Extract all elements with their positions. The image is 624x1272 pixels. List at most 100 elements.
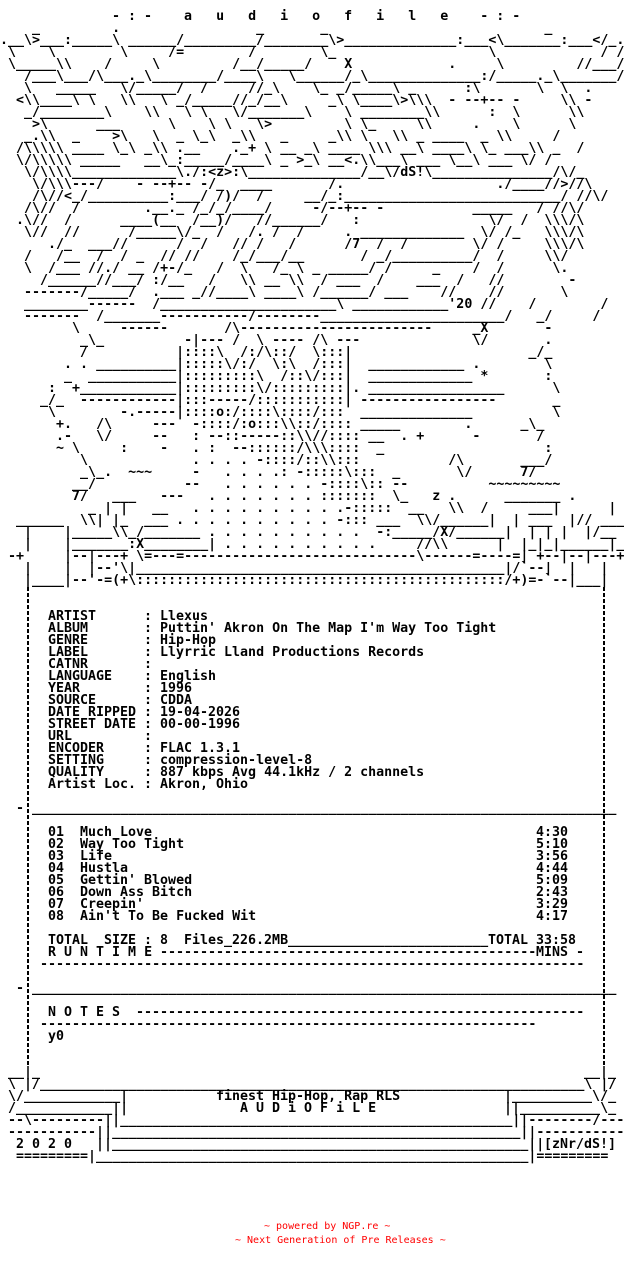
art-segment: /____________|| xyxy=(8,1101,129,1116)
track-title: Gettin' Blowed xyxy=(80,873,193,888)
track-number: 07 xyxy=(48,897,65,912)
art-line: |____|--'-=(+\::::::::::::::::::::::::::… xyxy=(0,573,609,588)
art-line: <\\____\ \ \\ \ _/_____//_/__\ _\ \____\… xyxy=(0,93,593,108)
field-value: Llexus xyxy=(160,609,209,624)
divider-rule: - ______________________________________… xyxy=(16,801,624,816)
field-value: Puttin' Akron On The Map I'm Way Too Tig… xyxy=(160,621,497,636)
art-line: _/_ ------------|:::-----/:::::::::::| -… xyxy=(0,393,561,408)
field-label: ALBUM xyxy=(48,621,89,636)
art-line: _\_ -|--- / \ ---- /\ --- \/ . xyxy=(0,333,553,348)
art-line: _ | | __ . . . . . . . . . .-::::: __ \\… xyxy=(0,501,624,516)
field-label: QUALITY xyxy=(48,765,105,780)
art-segment: ||______________________________________… xyxy=(96,1137,545,1152)
credit-powered-by: ~ powered by NGP.re ~ xyxy=(264,1221,391,1232)
track-number: 04 xyxy=(48,861,65,876)
art-line: ______ \\| |_ ___ . . . . . . . . . . -:… xyxy=(0,513,624,528)
track-title: Hustla xyxy=(80,861,129,876)
notes-heading-rule: ----------------------------------------… xyxy=(136,1005,585,1020)
track-title: Down Ass Bitch xyxy=(80,885,193,900)
art-segment: __|_ xyxy=(8,1065,41,1080)
total-size-label: TOTAL SIZE xyxy=(48,933,137,948)
track-time: 4:17 xyxy=(536,909,569,924)
field-sep: : xyxy=(144,717,153,732)
footer-tagline: finest Hip-Hop, Rap RLS xyxy=(216,1089,401,1104)
total-size-sep: : xyxy=(144,933,153,948)
track-number: 02 xyxy=(48,837,65,852)
field-sep: : xyxy=(144,669,153,684)
art-line: -+ |--|---+ \=---=----------------------… xyxy=(0,549,624,564)
art-line: \ /___ //./ __ /+-/_ / \ /_ \ _ _____/ /… xyxy=(0,261,569,276)
field-value: 19-04-2026 xyxy=(160,705,241,720)
art-line: _ ___________|:::::::::\ /::\/:::| _____… xyxy=(0,369,553,384)
art-segment: -----------||___________________________… xyxy=(8,1125,624,1140)
art-line: >\ ___ \ \ \ \> \ \_ \\ . \ \ xyxy=(0,117,577,132)
field-sep: : xyxy=(144,609,153,624)
field-label: Artist Loc. xyxy=(48,777,137,792)
track-title: Life xyxy=(80,849,113,864)
field-value: FLAC 1.3.1 xyxy=(160,741,241,756)
art-line: .__\>___:_____\ ______/_________/_______… xyxy=(0,33,624,48)
field-label: SOURCE xyxy=(48,693,97,708)
track-time: 5:09 xyxy=(536,873,569,888)
art-segment: |__________\/_ xyxy=(504,1089,617,1104)
credit-tagline: ~ Next Generation of Pre Releases ~ xyxy=(235,1235,446,1246)
art-line: _ . _ _ _ _ xyxy=(0,21,624,36)
field-label: CATNR xyxy=(48,657,89,672)
runtime-label: R U N T I M E xyxy=(48,945,153,960)
art-line: / |::::\ /:/\::/ \:::| _/_ xyxy=(0,345,553,360)
art-line: | |_______:X________| . . . . . . . . . … xyxy=(0,537,624,552)
track-title: Creepin' xyxy=(80,897,145,912)
art-line: ./_ ___// / / // / / /7 / / \/ / \\\/\ xyxy=(0,237,585,252)
art-line: /\//<_/__________:___/ /)/ / __/_:______… xyxy=(0,189,609,204)
track-time: 3:29 xyxy=(536,897,569,912)
art-line: /______//___/ :/__ / \\ __ \\ / ___ / __… xyxy=(0,273,577,288)
art-line: ________------ /______________________\ … xyxy=(0,297,609,312)
track-title: Much Love xyxy=(80,825,153,840)
field-sep: : xyxy=(144,633,153,648)
mins-label: MINS - xyxy=(536,945,585,960)
art-line: ~ \ : - . : --::::::/\\\:::: _ : xyxy=(0,441,553,456)
field-label: GENRE xyxy=(48,633,89,648)
field-sep: : xyxy=(144,693,153,708)
art-line: \ _____ \/_____/ / //_\ \_ _/_____\ _ :\… xyxy=(0,81,593,96)
art-segment: \ |/____________________________________… xyxy=(8,1077,617,1092)
art-line: +. /\ --- -::::/:o:::\\::/:::: _____ . _… xyxy=(0,417,545,432)
art-line: /___\___/\___._\________/____\ \______/_… xyxy=(0,69,624,84)
field-sep: : xyxy=(144,705,153,720)
field-label: ENCODER xyxy=(48,741,105,756)
field-label: DATE RIPPED xyxy=(48,705,137,720)
field-sep: : xyxy=(144,681,153,696)
field-value: 887 kbps Avg 44.1kHz / 2 channels xyxy=(160,765,425,780)
footer-year: 2 0 2 0 xyxy=(16,1137,73,1152)
art-line: \_____\\ / \ /__/_____/ X . \ //___/ xyxy=(0,57,624,72)
field-value: Hip-Hop xyxy=(160,633,217,648)
divider-rule: - ______________________________________… xyxy=(16,981,624,996)
art-line: 7/ ___ --- . . . . . . . ::::::: \_ z . … xyxy=(0,489,577,504)
field-sep: : xyxy=(144,741,153,756)
art-line: \ ------ /\------------------------ _X - xyxy=(0,321,553,336)
track-time: 4:30 xyxy=(536,825,569,840)
footer-group: [zNr/dS!] xyxy=(544,1137,617,1152)
art-line: | |_____\\_/_______ . . . . . . . . . . … xyxy=(0,525,624,540)
notes-text: y0 xyxy=(48,1029,65,1044)
files-size: Files_226.2MB xyxy=(184,933,289,948)
track-number: 06 xyxy=(48,885,65,900)
field-sep: : xyxy=(144,645,153,660)
art-segment: =========|______________________________… xyxy=(16,1149,609,1164)
field-value: English xyxy=(160,669,217,684)
release-info-box xyxy=(24,587,608,1067)
art-line: /\\\\\ ____ \_\ _\\ .__ ._+ \ __ _\ ____… xyxy=(0,141,585,156)
field-sep: : xyxy=(144,777,153,792)
art-line: / /__ / / _ // // /_/___/__ / _/________… xyxy=(0,249,569,264)
track-time: 4:44 xyxy=(536,861,569,876)
art-line: \/\\\---/ - --+-- -/_ ____ /. ./____//>/… xyxy=(0,177,593,192)
field-value: Akron, Ohio xyxy=(160,777,249,792)
art-line: /\// / .__._ /_/_/____/ -/--+-- - _____ … xyxy=(0,201,585,216)
art-line: .- \/ -- : --::-----::\\//:::: __ . + - … xyxy=(0,429,545,444)
notes-heading: N O T E S xyxy=(48,1005,121,1020)
art-line: \/\\\\\ _____ __\_:_____/____\ _ >_\ __<… xyxy=(0,153,553,168)
field-sep: : xyxy=(144,657,153,672)
track-time: 3:56 xyxy=(536,849,569,864)
field-sep: : xyxy=(144,729,153,744)
footer-brand: A U D i O F i L E xyxy=(240,1101,377,1116)
